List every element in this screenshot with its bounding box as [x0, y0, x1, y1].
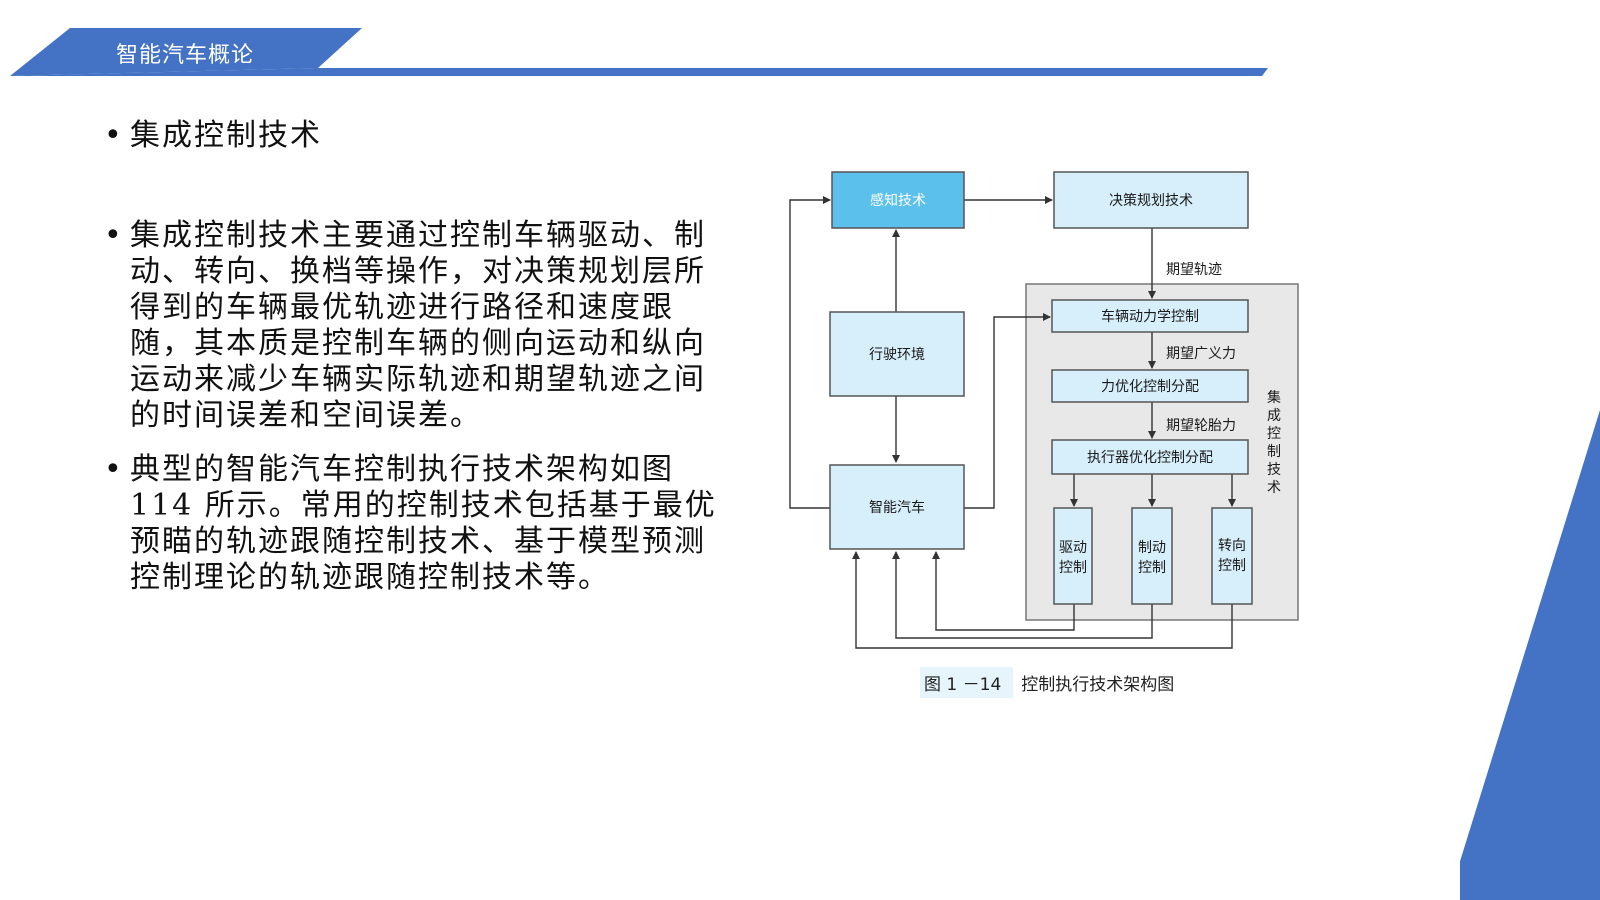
- steer-control-box: [1211, 507, 1253, 605]
- architecture-diagram: 集 成 控 制 技 术 感知技术 决策规划技术 行驶环境 智能汽车 车辆动力学控…: [789, 171, 1299, 649]
- caption-text: 控制执行技术架构图: [1021, 674, 1175, 695]
- vehicle-label: 智能汽车: [869, 499, 925, 516]
- brake-control-label-1: 制动: [1138, 540, 1166, 556]
- drive-control-label-2: 控制: [1059, 560, 1087, 576]
- group-label-2: 成: [1267, 408, 1281, 424]
- actuator-allocation-label: 执行器优化控制分配: [1087, 450, 1213, 466]
- header-title-bar: [10, 28, 362, 76]
- label-expected-generalized-force: 期望广义力: [1166, 346, 1236, 362]
- dynamics-box: [1051, 299, 1249, 333]
- corner-decoration: [1460, 410, 1600, 900]
- vehicle-box: [829, 464, 965, 550]
- label-expected-trajectory: 期望轨迹: [1166, 262, 1222, 278]
- group-label-3: 控: [1267, 426, 1281, 442]
- label-expected-tire-force: 期望轮胎力: [1166, 418, 1236, 434]
- brake-control-box: [1131, 507, 1173, 605]
- bullet-example: 典型的智能汽车控制执行技术架构如图 114 所示。常用的控制技术包括基于最优预瞄…: [104, 452, 724, 596]
- header-banner: [10, 28, 1268, 76]
- header-underline: [10, 68, 1268, 76]
- caption-number: 图 1 －14: [920, 666, 1014, 698]
- actuator-allocation-box: [1051, 439, 1249, 475]
- steer-control-label-1: 转向: [1218, 538, 1246, 554]
- decision-label: 决策规划技术: [1109, 192, 1193, 209]
- environment-box: [829, 311, 965, 397]
- dynamics-label: 车辆动力学控制: [1101, 308, 1199, 325]
- bullet-list: 集成控制技术 集成控制技术主要通过控制车辆驱动、制动、转向、换档等操作，对决策规…: [104, 118, 724, 596]
- figure-caption: 图 1 －14 控制执行技术架构图: [920, 666, 1175, 698]
- perception-label: 感知技术: [870, 192, 926, 209]
- bullet-description: 集成控制技术主要通过控制车辆驱动、制动、转向、换档等操作，对决策规划层所得到的车…: [104, 218, 724, 434]
- decision-box: [1053, 171, 1249, 229]
- force-allocation-label: 力优化控制分配: [1101, 379, 1199, 395]
- bullet-heading: 集成控制技术: [104, 118, 724, 154]
- drive-control-label-1: 驱动: [1059, 540, 1087, 556]
- drive-control-box: [1053, 507, 1093, 605]
- group-label-1: 集: [1267, 389, 1281, 406]
- steer-control-label-2: 控制: [1218, 558, 1246, 574]
- perception-box: [831, 171, 965, 229]
- environment-label: 行驶环境: [869, 347, 925, 363]
- group-label-4: 制: [1267, 444, 1281, 460]
- group-label-6: 术: [1267, 480, 1281, 496]
- force-allocation-box: [1051, 369, 1249, 403]
- header-title: 智能汽车概论: [116, 43, 255, 68]
- brake-control-label-2: 控制: [1138, 560, 1166, 576]
- group-label-5: 技: [1267, 462, 1281, 478]
- corner-triangle: [1460, 410, 1600, 900]
